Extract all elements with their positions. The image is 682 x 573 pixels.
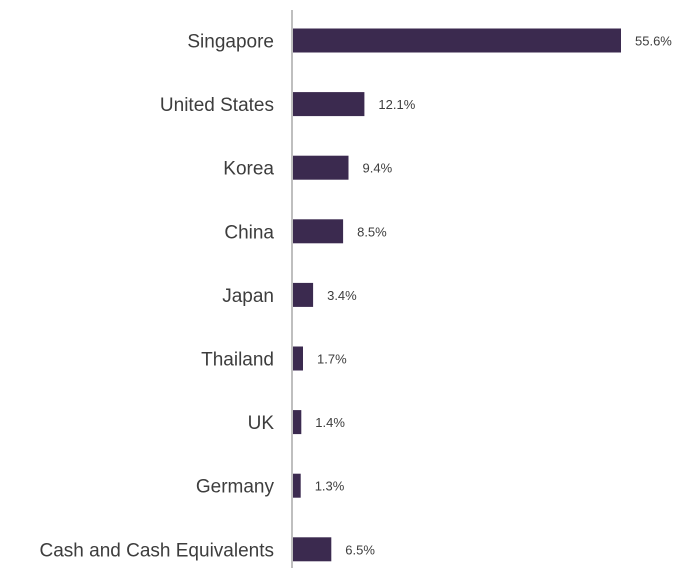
- category-label: Korea: [223, 159, 274, 180]
- data-label: 3.4%: [327, 288, 357, 303]
- bar: [293, 92, 365, 117]
- data-label: 1.4%: [315, 415, 345, 430]
- bar: [293, 155, 349, 180]
- bar: [293, 282, 314, 307]
- data-label: 8.5%: [357, 224, 387, 239]
- category-label: China: [224, 222, 274, 243]
- data-label: 1.7%: [317, 352, 347, 367]
- category-label: Cash and Cash Equivalents: [40, 540, 274, 561]
- data-label: 9.4%: [363, 161, 393, 176]
- bar: [293, 346, 303, 371]
- bars-layer: Singapore 55.6% United States 12.1% Korea 9.4…: [40, 28, 672, 562]
- category-label: United States: [160, 95, 274, 116]
- data-label: 1.3%: [315, 479, 345, 494]
- data-label: 6.5%: [345, 542, 375, 557]
- bar: [293, 28, 621, 53]
- category-label: Singapore: [187, 32, 274, 53]
- category-label: Japan: [222, 286, 274, 307]
- data-label: 55.6%: [635, 34, 672, 49]
- category-label: Thailand: [201, 350, 274, 371]
- data-label: 12.1%: [378, 97, 415, 112]
- category-label: Germany: [196, 477, 275, 498]
- bar: [293, 473, 301, 498]
- bar: [293, 537, 332, 562]
- bar: [293, 410, 302, 435]
- category-label: UK: [248, 413, 275, 434]
- bar: [293, 219, 344, 244]
